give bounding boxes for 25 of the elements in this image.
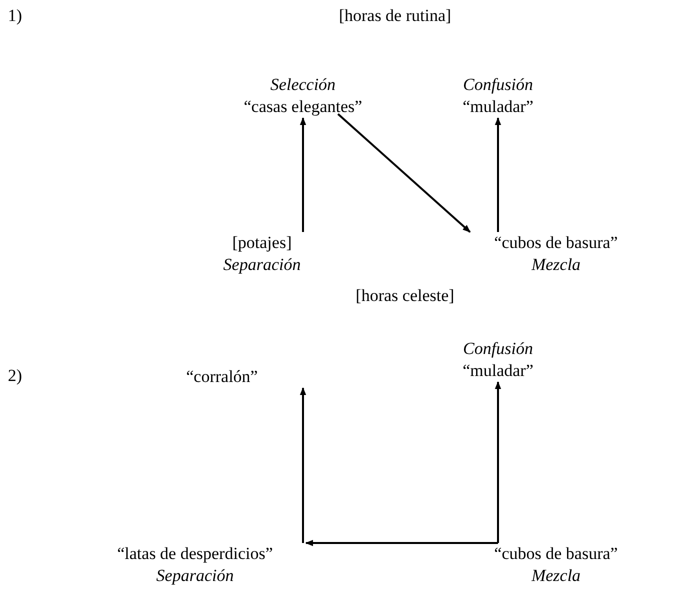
term-label: “cubos de basura” bbox=[494, 543, 618, 565]
term-label: “muladar” bbox=[462, 96, 534, 118]
annotation-text: 1) bbox=[6, 5, 24, 27]
annotation-text: [horas celeste] bbox=[354, 285, 456, 307]
category-label: Separación bbox=[156, 565, 234, 587]
category-label: Mezcla bbox=[531, 254, 581, 276]
term-label: “cubos de basura” bbox=[494, 232, 618, 254]
term-label: [potajes] bbox=[232, 232, 292, 254]
term-label: “muladar” bbox=[462, 360, 534, 382]
term-label: “casas elegantes” bbox=[244, 96, 362, 118]
term-label: “corralón” bbox=[186, 366, 258, 388]
arrow bbox=[494, 381, 502, 543]
category-label: Confusión bbox=[463, 338, 533, 360]
arrow bbox=[305, 540, 498, 546]
category-label: Mezcla bbox=[531, 565, 581, 587]
arrow bbox=[300, 387, 306, 543]
category-label: Selección bbox=[270, 74, 336, 96]
term-label: “latas de desperdicios” bbox=[117, 543, 273, 565]
annotation-text: 2) bbox=[6, 365, 24, 387]
annotation-text: [horas de rutina] bbox=[338, 5, 452, 27]
category-label: Confusión bbox=[463, 74, 533, 96]
arrow bbox=[300, 117, 306, 232]
arrow bbox=[337, 113, 471, 233]
arrow bbox=[494, 117, 502, 232]
category-label: Separación bbox=[223, 254, 301, 276]
